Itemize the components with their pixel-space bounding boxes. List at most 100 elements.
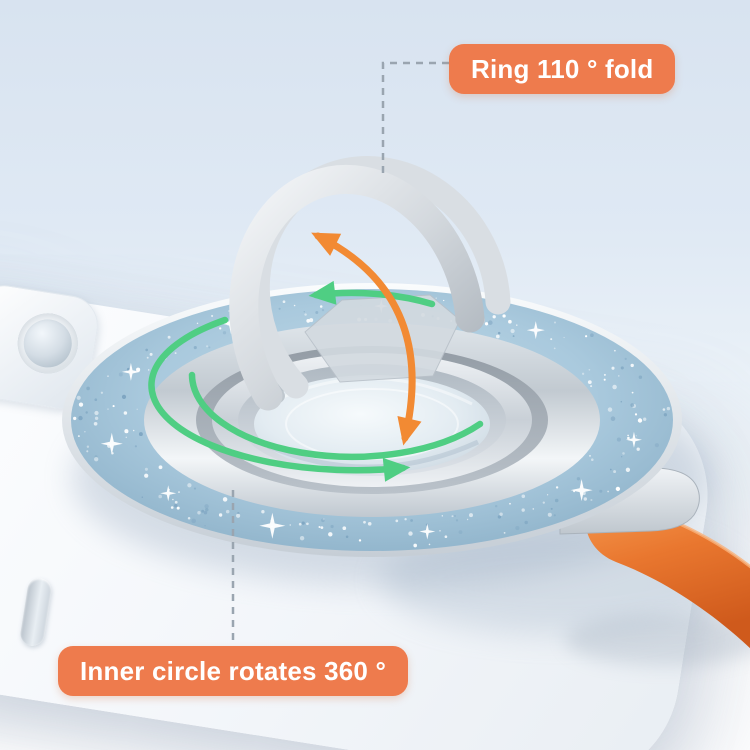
glitter-dot [225, 509, 230, 514]
glitter-dot [134, 445, 137, 448]
glitter-dot [174, 500, 178, 504]
glitter-dot [588, 368, 591, 371]
glitter-dot [508, 319, 512, 324]
glitter-dot [176, 506, 180, 510]
glitter-dot [78, 402, 84, 407]
glitter-dot [145, 348, 149, 352]
glitter-dot [497, 515, 502, 519]
glitter-dot [583, 497, 587, 501]
glitter-dot [222, 497, 228, 502]
glitter-dot [516, 324, 518, 326]
ring-stand-front [229, 164, 485, 411]
glitter-dot [510, 328, 515, 334]
glitter-dot [100, 391, 104, 394]
callout-inner-rotate: Inner circle rotates 360 ° [58, 646, 409, 696]
glitter-dot [86, 450, 89, 453]
glitter-dot [553, 514, 556, 517]
callout-ring-fold-label: Ring 110 ° fold [471, 54, 654, 84]
callout-connectors [231, 61, 449, 648]
star-sparkle-icon [526, 321, 545, 340]
glitter-dot [484, 322, 489, 326]
glitter-dot [521, 508, 525, 512]
glitter-dot [521, 494, 526, 499]
glitter-dot [187, 516, 191, 520]
glitter-dot [237, 511, 240, 515]
glitter-dot [576, 477, 581, 481]
glitter-dot [197, 510, 201, 515]
glitter-dot [141, 496, 143, 498]
glitter-dot [466, 518, 469, 521]
glitter-dot [614, 349, 616, 352]
glitter-dot [615, 486, 621, 492]
glitter-dot [315, 311, 319, 314]
glitter-dot [206, 345, 209, 348]
glitter-dot [451, 515, 454, 518]
glitter-dot [494, 504, 498, 508]
glitter-dot [625, 467, 631, 472]
glitter-dot [666, 406, 671, 411]
glitter-dot [499, 512, 503, 516]
glitter-dot [627, 434, 629, 437]
glitter-dot [563, 336, 565, 339]
glitter-dot [278, 307, 281, 310]
glitter-dot [637, 418, 643, 423]
glitter-dot [261, 510, 265, 514]
glitter-dot [78, 415, 83, 421]
glitter-dot [590, 333, 594, 338]
glitter-dot [112, 405, 115, 408]
glitter-dot [174, 352, 177, 355]
star-sparkle-icon [100, 432, 123, 455]
glitter-dot [591, 458, 594, 461]
glitter-dot [94, 455, 98, 459]
glitter-dot [443, 299, 445, 302]
glitter-dot [503, 531, 506, 534]
star-sparkle-icon [625, 431, 642, 448]
glitter-dot [193, 346, 197, 350]
glitter-dot [204, 504, 209, 509]
glitter-dot [607, 407, 613, 412]
glitter-dot [603, 373, 606, 376]
glitter-dot [178, 491, 180, 494]
glitter-dot [201, 509, 205, 513]
glitter-dot [172, 498, 174, 501]
glitter-dot [304, 313, 307, 316]
glitter-dot [620, 400, 623, 403]
glitter-dot [167, 335, 171, 339]
glitter-dot [603, 378, 606, 381]
glitter-dot [118, 372, 123, 377]
glitter-dot [546, 494, 549, 496]
star-sparkle-icon [419, 523, 436, 540]
star-sparkle-icon [259, 512, 286, 539]
glitter-dot [321, 308, 325, 312]
glitter-dot [208, 346, 211, 349]
glitter-dot [77, 435, 80, 438]
glitter-dot [321, 518, 325, 523]
glitter-dot [86, 445, 90, 448]
glitter-dot [547, 512, 552, 517]
glitter-dot [204, 525, 206, 527]
glitter-dot [395, 519, 399, 523]
glitter-dot [84, 431, 86, 433]
glitter-dot [616, 437, 621, 442]
callout-ring-fold: Ring 110 ° fold [449, 44, 676, 94]
star-sparkle-icon [121, 362, 140, 381]
glitter-dot [218, 513, 223, 517]
glitter-dot [638, 375, 643, 379]
glitter-dot [469, 513, 473, 518]
glitter-dot [524, 520, 528, 525]
glitter-dot [620, 366, 624, 370]
glitter-dot [455, 519, 459, 522]
glitter-dot [94, 398, 98, 402]
glitter-dot [211, 314, 214, 318]
glitter-dot [236, 513, 241, 518]
glitter-dot [76, 395, 81, 400]
glitter-dot [428, 543, 431, 546]
glitter-dot [635, 435, 637, 437]
glitter-dot [454, 515, 456, 517]
glitter-dot [585, 335, 588, 338]
glitter-dot [301, 521, 305, 525]
glitter-dot [622, 452, 625, 455]
glitter-dot [367, 521, 372, 526]
